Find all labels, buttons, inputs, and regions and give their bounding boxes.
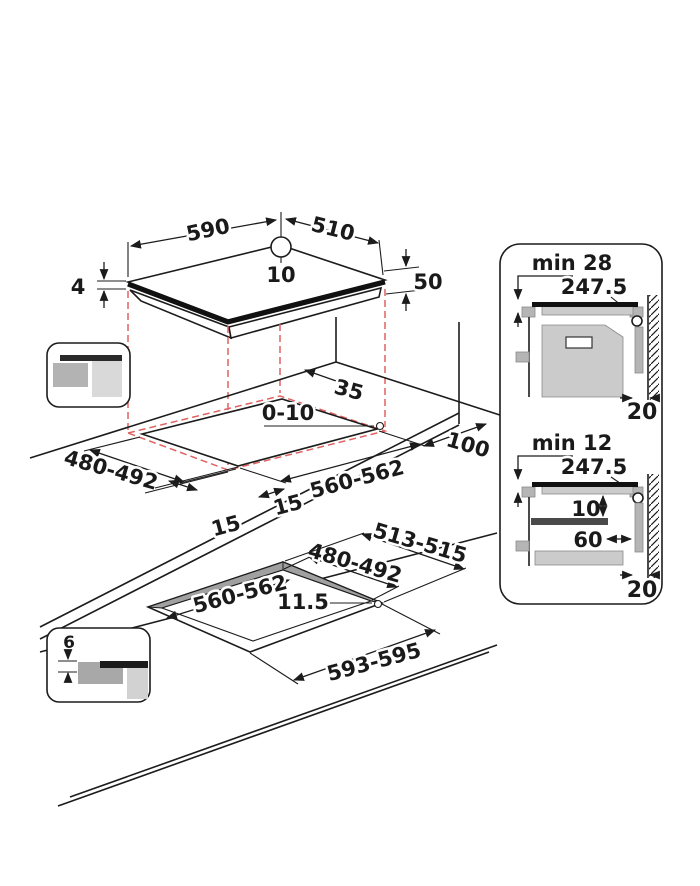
dim-hole-diameter: 10 [266,263,295,287]
drawer-body [534,550,624,566]
witness-line [154,466,239,489]
hob-body-right-face [228,286,383,340]
left-bracket [521,486,536,498]
dim-shelf-clearance: 10 [571,497,600,521]
hob-body-section [541,485,634,495]
dim-drawer-min-clearance: min 12 [532,431,613,455]
dim-line-cutout-width [279,442,422,483]
oven-body [541,324,624,398]
dim-line-flush-outer-depth [360,533,466,570]
dim-line-flush-outer-width [292,629,437,681]
glass-bar-icon [100,661,148,668]
shelf-board [531,518,608,525]
dim-oven-min-clearance: min 28 [532,251,613,275]
wall-hatching [649,295,659,400]
dim-line-margin-left [167,479,199,492]
worktop-rear-right-edge [335,361,507,418]
dim-body-height: 50 [413,270,442,294]
dim-shelf-setback: 60 [573,528,602,552]
dim-line-margin-front [257,487,286,499]
witness-line [378,239,384,276]
left-bracket [521,306,536,318]
hob-glass-section [532,482,638,487]
dim-line-cutout-depth [88,449,186,483]
dim-cutout-width: 560-562 [307,455,406,503]
cabinet-panel-icon [92,361,122,397]
oven-clearance-view: min 28 247.5 20 [513,249,660,428]
dim-front-margin: 100 [444,427,493,462]
rear-spacer [634,502,644,553]
witness-line [283,555,313,570]
dim-rear-clearance: 35 [332,375,366,406]
wall-hatching [649,474,659,578]
projection-lines [125,289,388,471]
hob-footprint-outline [125,395,388,471]
cabinet-panel-icon [127,668,148,699]
hob-glass-section [532,302,638,307]
witness-line [239,467,287,484]
dim-oven-center-distance: 247.5 [561,275,627,299]
dim-hob-depth: 510 [309,212,357,246]
dim-line-flush-inner-depth [307,556,399,588]
worktop-bar-icon [60,355,122,361]
witness-line [284,532,365,562]
oven-block-icon [53,363,88,387]
edge-reference-circle [632,492,644,504]
dim-line-hob-width [129,217,278,249]
dim-margin-left: 15 [209,511,243,542]
hob-glass-front-edge [127,279,386,325]
edge-reference-circle [631,315,643,327]
dim-drawer-center-distance: 247.5 [561,455,627,479]
dim-glass-height: 4 [71,275,86,299]
worktop-rear-edge [29,361,337,459]
clearance-bracket [513,275,573,301]
tick-line [385,289,422,295]
hole-marker [270,236,292,258]
dim-line-front-margin [422,423,488,447]
dim-cutout-depth: 480-492 [61,445,160,495]
dim-oven-wall-gap: 20 [627,400,658,425]
witness-line [383,567,467,603]
witness-line [83,436,141,452]
rear-spacer [634,326,644,374]
dim-hob-width: 590 [184,214,232,247]
cutout-opening [139,398,380,467]
tick-line [383,266,420,272]
dim-line-rear-clearance [303,369,340,383]
side-view-panel: min 28 247.5 20 min 12 2 [499,243,663,606]
clearance-bracket [513,455,573,481]
hob-body-section [541,305,634,316]
witness-line [179,468,237,484]
dim-line-flush-inner-width [165,578,291,620]
panel-frame [499,243,663,605]
hob-isometric-view: 10 590 510 4 50 [68,210,445,340]
dim-line-hob-depth [284,217,380,245]
corner-reference-circle [375,421,385,431]
dim-flush-outer-width: 593-595 [324,638,423,686]
dim-drawer-wall-gap: 20 [627,578,658,603]
witness-line [371,585,400,601]
dim-right-play: 0-10 [262,401,315,425]
flush-install-inset-icon: 6 [46,627,151,703]
drawer-clearance-view: min 12 247.5 10 60 20 [513,429,660,606]
dim-flush-glass-recess: 6 [63,633,75,653]
oven-install-inset-icon [46,342,131,408]
witness-line [249,652,299,685]
step-reference-circle [373,599,383,609]
cabinet-tab [515,351,530,363]
witness-line [381,603,441,635]
oven-vent [565,336,593,349]
cabinet-tab [515,540,530,552]
dim-margin-front: 15 [271,490,305,521]
